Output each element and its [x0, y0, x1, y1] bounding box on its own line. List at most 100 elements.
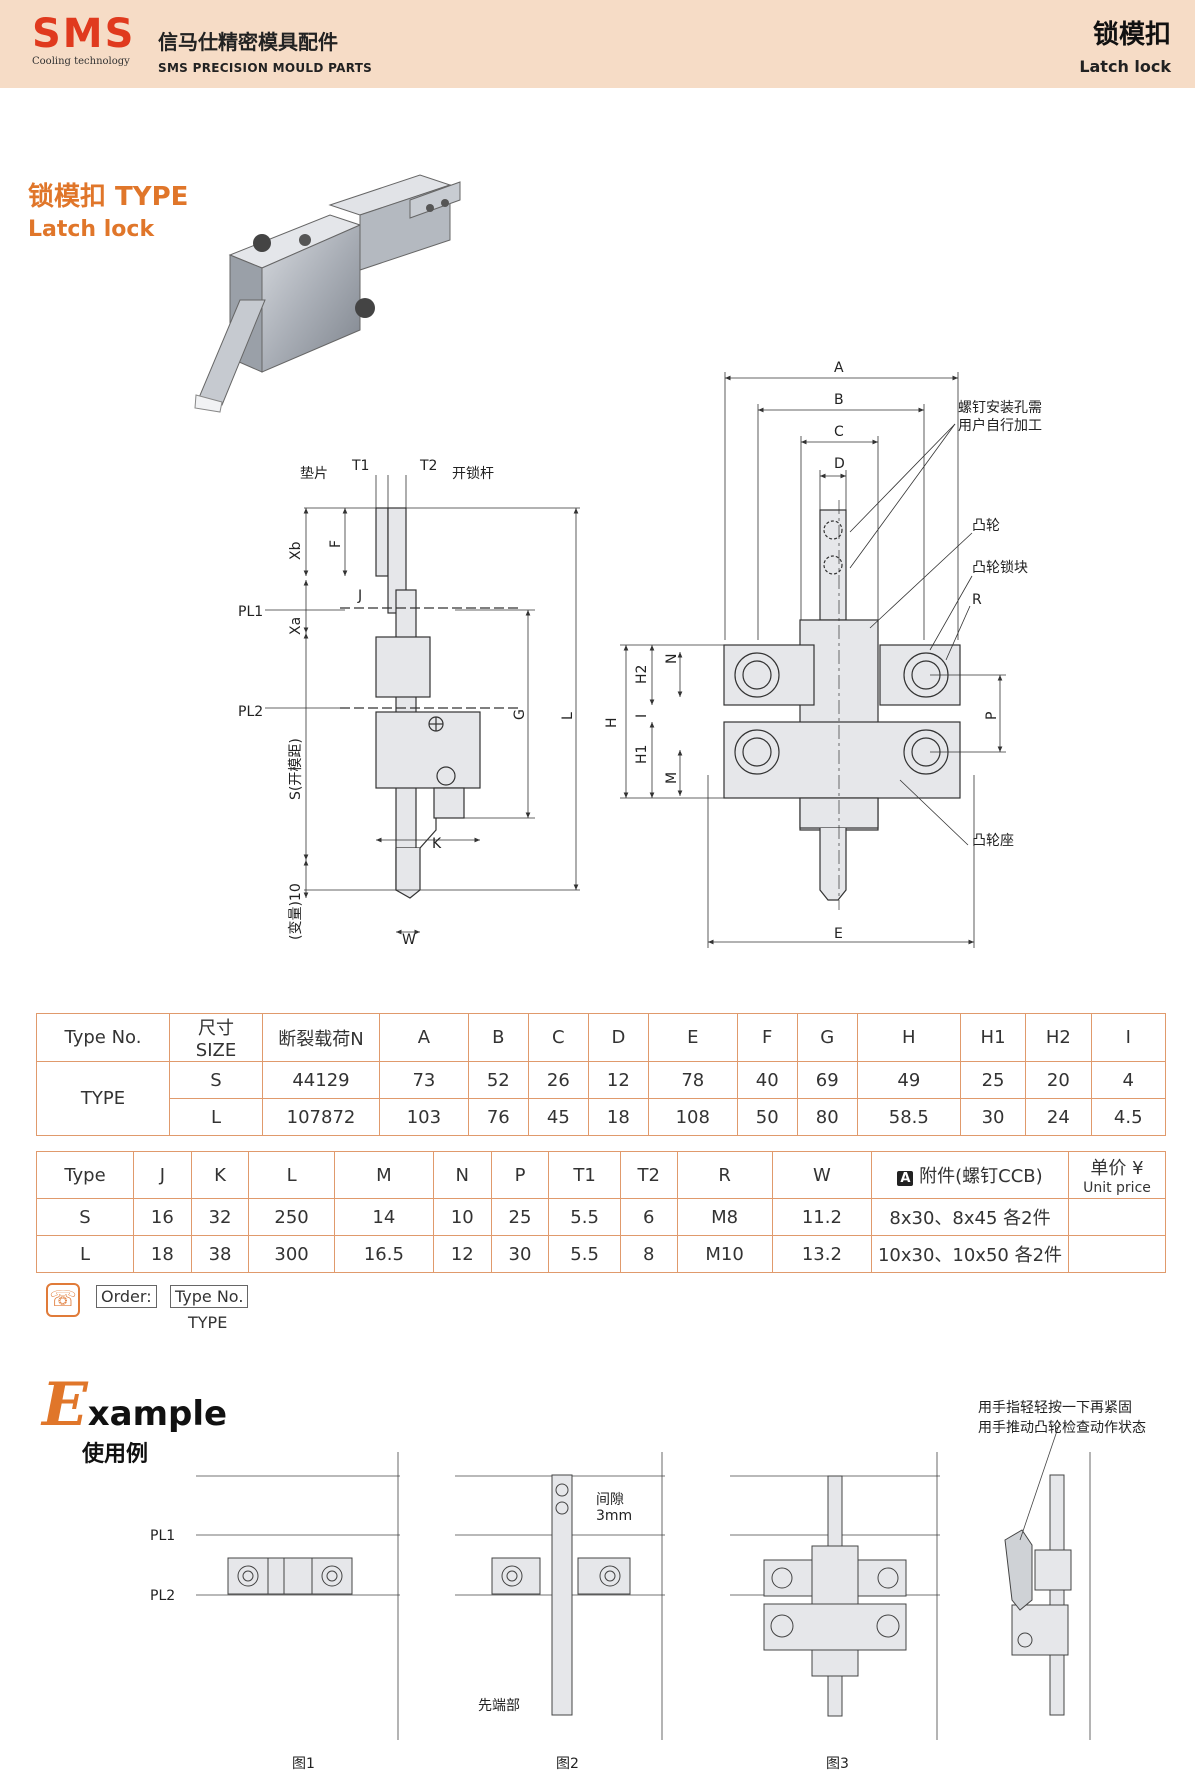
- table-cell: 26: [527, 1061, 589, 1099]
- order-type-value: TYPE: [188, 1313, 228, 1332]
- table-row: TYPE S 44129 73 52 26 12 78 40 69 49 25 …: [36, 1061, 1166, 1136]
- spec-table-2: Type J K L M N P T1 T2 R W A 附件(螺钉CCB) 单…: [36, 1151, 1166, 1273]
- table-cell: 250: [248, 1198, 335, 1236]
- table-cell: 73: [379, 1061, 469, 1099]
- example-tip: 先端部: [478, 1698, 520, 1714]
- table-header: B: [467, 1013, 529, 1062]
- label-j: J: [357, 588, 362, 604]
- table-cell: 16.5: [333, 1235, 434, 1273]
- table-header: R: [676, 1151, 773, 1199]
- label-release-rod: 开锁杆: [452, 466, 494, 482]
- label-h1: H1: [634, 745, 650, 764]
- table-header: D: [587, 1013, 649, 1062]
- label-screw-note-2: 用户自行加工: [958, 417, 1042, 434]
- table-cell: 4: [1090, 1061, 1166, 1099]
- table-header: 断裂载荷N: [262, 1013, 380, 1062]
- table-cell: L: [36, 1235, 134, 1273]
- label-g: G: [512, 709, 528, 720]
- phone-icon: ☏: [46, 1283, 80, 1317]
- table-cell: 108: [647, 1098, 738, 1136]
- table-cell: 40: [736, 1061, 798, 1099]
- accessory-a-badge: A: [897, 1171, 914, 1186]
- table-header: Type No.: [36, 1013, 170, 1062]
- table-header: C: [527, 1013, 589, 1062]
- label-h: H: [604, 717, 620, 728]
- label-k: K: [432, 836, 442, 852]
- table-header: H2: [1025, 1013, 1092, 1062]
- table-cell: L: [169, 1098, 263, 1136]
- table-cell: 18: [587, 1098, 649, 1136]
- table-cell: 12: [587, 1061, 649, 1099]
- table-cell: 6: [619, 1198, 678, 1236]
- table-cell: 10x30、10x50 各2件: [871, 1235, 1069, 1273]
- product-title-en: Latch lock: [28, 217, 155, 242]
- table-header: Unit price: [1083, 1180, 1151, 1196]
- table-cell: 30: [490, 1235, 550, 1273]
- table-header-row: Type J K L M N P T1 T2 R W A 附件(螺钉CCB) 单…: [36, 1151, 1166, 1199]
- example-drawings: [196, 1421, 1091, 1740]
- table-row: L 107872 103 76 45 18 108 50 80 58.5 30 …: [37, 1098, 1166, 1136]
- table-header: A: [379, 1013, 469, 1062]
- table-cell: 4.5: [1090, 1098, 1166, 1136]
- page-title-cn: 锁模扣: [1092, 20, 1171, 50]
- label-t2: T2: [419, 458, 437, 474]
- example-pl2: PL2: [150, 1588, 175, 1604]
- table-header: SIZE: [195, 1040, 237, 1061]
- table-header: M: [333, 1151, 434, 1199]
- example-title-e: E: [42, 1370, 88, 1440]
- table-header: W: [771, 1151, 873, 1199]
- label-xb: Xb: [288, 541, 304, 560]
- label-e: E: [834, 926, 843, 942]
- table-cell: 18: [133, 1235, 192, 1273]
- label-pl2: PL2: [238, 704, 263, 720]
- table-cell: S: [36, 1198, 134, 1236]
- label-w: W: [402, 932, 416, 948]
- example-gap-2: 3mm: [596, 1508, 632, 1524]
- table-cell: 78: [647, 1061, 738, 1099]
- table-cell: 69: [796, 1061, 858, 1099]
- example-note-2: 用手推动凸轮检查动作状态: [978, 1420, 1146, 1436]
- table-cell: 52: [467, 1061, 529, 1099]
- label-f: F: [328, 540, 344, 548]
- sms-logo: SMS Cooling technology: [32, 14, 135, 67]
- table-header: T2: [619, 1151, 678, 1199]
- label-p: P: [984, 712, 1000, 720]
- table-cell: 13.2: [771, 1235, 873, 1273]
- header-band: SMS Cooling technology 信马仕精密模具配件 SMS PRE…: [0, 0, 1195, 88]
- table-cell: 12: [432, 1235, 492, 1273]
- label-l: L: [560, 712, 576, 720]
- table-cell: 76: [467, 1098, 529, 1136]
- label-b: B: [834, 392, 844, 408]
- table-cell: 50: [736, 1098, 798, 1136]
- table-cell: 58.5: [856, 1098, 961, 1136]
- label-s: S(开模距): [288, 738, 304, 800]
- table-cell: 11.2: [771, 1198, 873, 1236]
- table-cell: 80: [796, 1098, 858, 1136]
- label-cam: 凸轮: [972, 518, 1000, 534]
- example-labels: PL1 PL2 间隙 3mm 先端部 用手指轻轻按一下再紧固 用手推动凸轮检查动…: [150, 1400, 1146, 1772]
- table-row: S 16 32 250 14 10 25 5.5 6 M8 11.2 8x30、…: [36, 1198, 1166, 1236]
- label-pl1: PL1: [238, 604, 263, 620]
- example-fig2: 图2: [556, 1756, 579, 1772]
- table-cell: 25: [490, 1198, 550, 1236]
- front-view-drawing: [620, 372, 1006, 948]
- table-cell: 38: [190, 1235, 250, 1273]
- table-header: T1: [548, 1151, 621, 1199]
- table-cell: 20: [1025, 1061, 1092, 1099]
- table-header: P: [490, 1151, 550, 1199]
- side-view-labels: 垫片 T1 T2 开锁杆 Xb F J PL1 Xa PL2 S(开模距) G …: [238, 458, 576, 948]
- logo-text: SMS: [32, 11, 136, 57]
- table-header: 单价 ¥ Unit price: [1068, 1151, 1166, 1199]
- table-cell: 5.5: [548, 1235, 621, 1273]
- label-c: C: [834, 424, 844, 440]
- product-title-cn: 锁模扣 TYPE: [28, 182, 189, 212]
- table-cell: 25: [959, 1061, 1027, 1099]
- label-cam-seat: 凸轮座: [972, 833, 1014, 849]
- table-cell-price: [1068, 1198, 1166, 1236]
- label-screw-note-1: 螺钉安装孔需: [958, 400, 1042, 416]
- label-r: R: [972, 592, 982, 608]
- label-n: N: [664, 654, 680, 664]
- logo-subtitle: Cooling technology: [32, 56, 130, 67]
- label-pad: 垫片: [300, 466, 328, 482]
- label-h2: H2: [634, 665, 650, 684]
